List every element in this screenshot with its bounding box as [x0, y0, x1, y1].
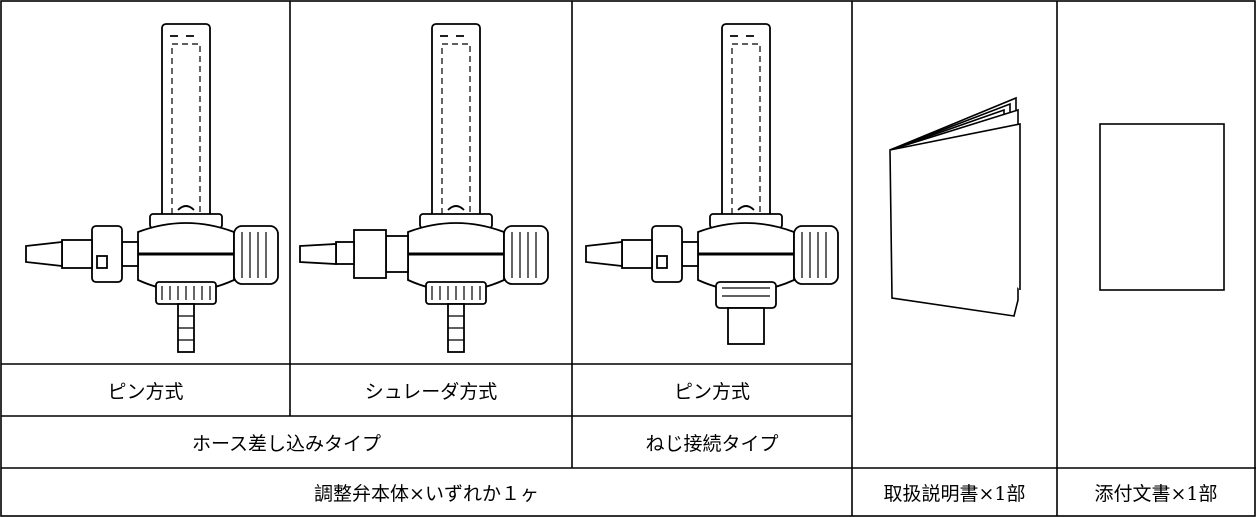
method-pin-label-2: ピン方式 — [673, 380, 750, 403]
manual-label: 取扱説明書×1部 — [883, 482, 1026, 505]
method-pin-label-1: ピン方式 — [107, 380, 184, 403]
regulator-body-label: 調整弁本体×いずれか１ヶ — [314, 482, 539, 505]
package-insert-label: 添付文書×1部 — [1094, 482, 1218, 505]
type-screw-label: ねじ接続タイプ — [645, 432, 779, 455]
method-schrader-label: シュレーダ方式 — [364, 380, 498, 403]
type-hose-label: ホース差し込みタイプ — [191, 432, 382, 455]
